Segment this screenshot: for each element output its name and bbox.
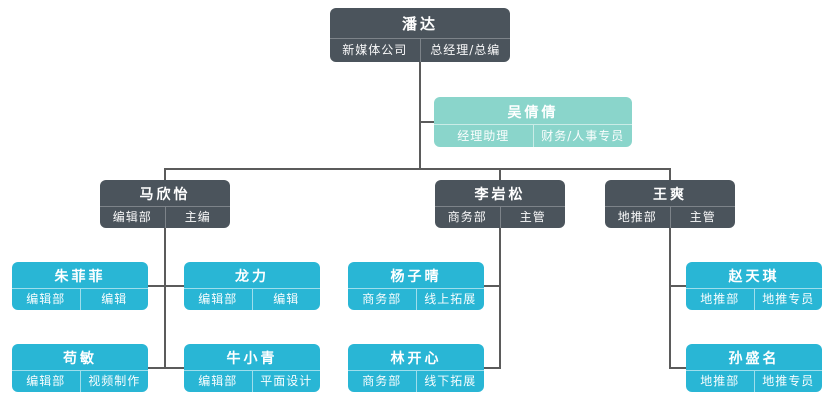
node-manager-promotion[interactable]: 王爽 地推部 主管 <box>605 180 735 228</box>
node-dept-label: 商务部 <box>447 210 487 225</box>
node-member-6[interactable]: 赵天琪 地推部 地推专员 <box>686 262 822 310</box>
connector-manager-stub-0 <box>164 168 166 180</box>
node-dept-label: 经理助理 <box>457 128 510 143</box>
node-manager-business[interactable]: 李岩松 商务部 主管 <box>435 180 565 228</box>
node-title-label: 线上拓展 <box>415 289 485 310</box>
node-dept-label: 编辑部 <box>198 292 238 307</box>
node-title-label: 地推专员 <box>753 289 823 310</box>
node-title-label: 主编 <box>164 207 231 228</box>
connector-member-stub-row2-promotion <box>669 367 686 369</box>
node-dept-label: 地推部 <box>700 374 740 389</box>
node-assistant[interactable]: 吴倩倩 经理助理 财务/人事专员 <box>434 97 632 147</box>
node-name-label: 林开心 <box>390 351 442 368</box>
node-title-label: 编辑 <box>251 289 321 310</box>
node-dept-label: 编辑部 <box>112 210 152 225</box>
node-name-label: 牛小青 <box>226 351 278 368</box>
connector-member-stub-row2-editorial <box>148 367 184 369</box>
node-title-label: 主管 <box>499 207 566 228</box>
node-name-label: 杨子晴 <box>390 269 442 286</box>
connector-managers-hline <box>164 168 671 170</box>
connector-member-stub-row1-editorial <box>148 285 184 287</box>
node-root[interactable]: 潘达 新媒体公司 总经理/总编 <box>330 8 510 62</box>
node-name-label: 龙力 <box>235 269 269 286</box>
node-name-label: 孙盛名 <box>728 351 780 368</box>
node-name-label: 王爽 <box>653 187 687 204</box>
connector-manager-stub-1 <box>499 168 501 180</box>
node-member-7[interactable]: 孙盛名 地推部 地推专员 <box>686 344 822 392</box>
connector-assistant-stub <box>419 121 434 123</box>
node-dept-label: 地推部 <box>617 210 657 225</box>
node-member-5[interactable]: 林开心 商务部 线下拓展 <box>348 344 484 392</box>
node-name-label: 朱菲菲 <box>54 269 106 286</box>
node-member-4[interactable]: 杨子晴 商务部 线上拓展 <box>348 262 484 310</box>
node-name-label: 赵天琪 <box>728 269 780 286</box>
node-name-label: 潘达 <box>401 15 438 34</box>
node-dept-label: 商务部 <box>362 374 402 389</box>
node-name-label: 李岩松 <box>474 187 526 204</box>
node-member-1[interactable]: 龙力 编辑部 编辑 <box>184 262 320 310</box>
node-title-label: 编辑 <box>79 289 149 310</box>
connector-member-stub-row1-promotion <box>669 285 686 287</box>
node-manager-editorial[interactable]: 马欣怡 编辑部 主编 <box>100 180 230 228</box>
node-title-label: 线下拓展 <box>415 371 485 392</box>
node-member-3[interactable]: 牛小青 编辑部 平面设计 <box>184 344 320 392</box>
node-title-label: 总经理/总编 <box>419 38 511 62</box>
node-dept-label: 新媒体公司 <box>342 42 408 57</box>
node-title-label: 地推专员 <box>753 371 823 392</box>
node-dept-label: 地推部 <box>700 292 740 307</box>
node-dept-label: 编辑部 <box>198 374 238 389</box>
connector-manager-stub-2 <box>669 168 671 180</box>
node-member-0[interactable]: 朱菲菲 编辑部 编辑 <box>12 262 148 310</box>
node-dept-label: 商务部 <box>362 292 402 307</box>
node-dept-label: 编辑部 <box>26 374 66 389</box>
node-title-label: 平面设计 <box>251 371 321 392</box>
node-name-label: 马欣怡 <box>139 187 191 204</box>
node-name-label: 吴倩倩 <box>507 104 559 121</box>
node-title-label: 视频制作 <box>79 371 149 392</box>
node-dept-label: 编辑部 <box>26 292 66 307</box>
node-name-label: 苟敏 <box>63 351 97 368</box>
connector-root-trunk <box>419 62 421 169</box>
node-member-2[interactable]: 苟敏 编辑部 视频制作 <box>12 344 148 392</box>
connector-subtree-trunk-1 <box>499 228 501 369</box>
connector-subtree-trunk-2 <box>669 228 671 369</box>
connector-subtree-trunk-0 <box>164 228 166 369</box>
connector-member-stub-row2-business <box>484 367 500 369</box>
node-title-label: 财务/人事专员 <box>532 125 633 147</box>
node-title-label: 主管 <box>669 207 736 228</box>
connector-member-stub-row1-business <box>484 285 500 287</box>
